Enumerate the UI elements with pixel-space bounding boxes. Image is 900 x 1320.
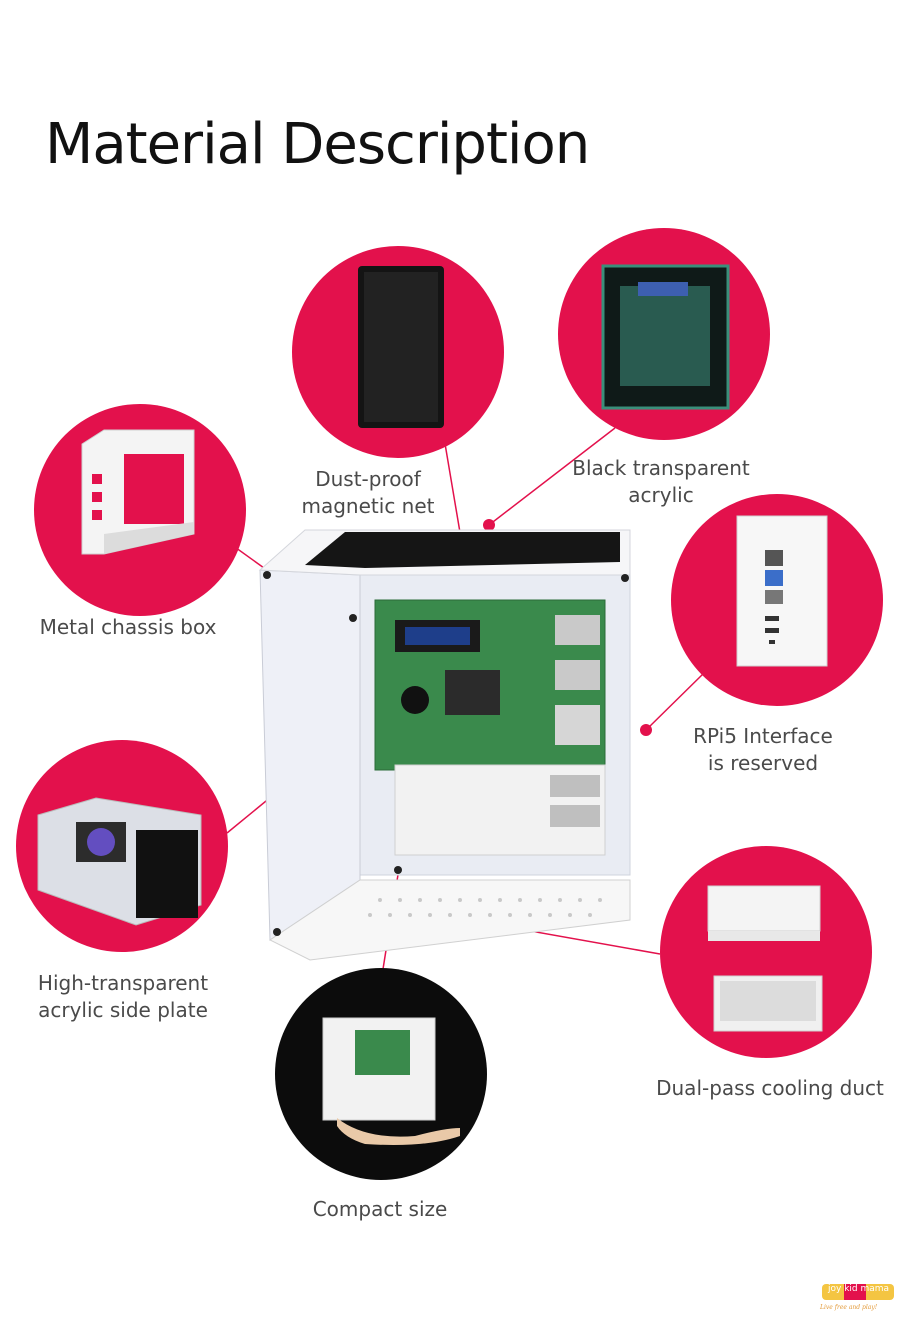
interface-image [736,515,828,667]
metal-chassis-image [81,429,195,555]
cooling-image [707,885,823,1032]
compact-image [322,1017,460,1145]
interface-circle [671,494,883,706]
compact-circle [275,968,487,1180]
metal-chassis-label-line1: Metal chassis box [39,615,217,639]
page-title: Material Description [45,112,590,177]
compact-label: Compact size [300,1196,460,1223]
acrylic-circle [558,228,770,440]
dot-interface [640,724,652,736]
interface-label: RPi5 Interface is reserved [680,723,846,777]
dust-net-label: Dust-proof magnetic net [293,466,443,520]
side-plate-image [37,797,202,926]
dust-net-image [358,266,444,428]
side-plate-label-line2: acrylic side plate [38,998,208,1022]
acrylic-label: Black transparent acrylic [566,455,756,509]
line-interface [645,671,706,731]
dust-net-circle [292,246,504,458]
watermark-brand: joy kid mama [828,1284,890,1294]
line-acrylic [488,427,616,526]
acrylic-image [601,264,730,410]
watermark-tagline: Live free and play! [820,1304,878,1311]
interface-label-line2: is reserved [707,751,819,775]
side-plate-circle [16,740,228,952]
dot-acrylic [483,519,495,531]
watermark-logo [822,1284,894,1300]
dust-net-label-line1: Dust-proof [315,467,421,491]
main-case-image [258,529,631,961]
acrylic-label-line2: acrylic [628,483,694,507]
side-plate-label-line1: High-transparent [37,971,209,995]
compact-label-line1: Compact size [312,1197,448,1221]
interface-label-line1: RPi5 Interface [693,724,833,748]
metal-chassis-label: Metal chassis box [30,614,226,641]
cooling-circle [660,846,872,1058]
cooling-label-line1: Dual-pass cooling duct [656,1076,884,1100]
cooling-label: Dual-pass cooling duct [650,1075,890,1102]
dust-net-label-line2: magnetic net [301,494,435,518]
metal-chassis-circle [34,404,246,616]
acrylic-label-line1: Black transparent [572,456,750,480]
side-plate-label: High-transparent acrylic side plate [20,970,226,1024]
